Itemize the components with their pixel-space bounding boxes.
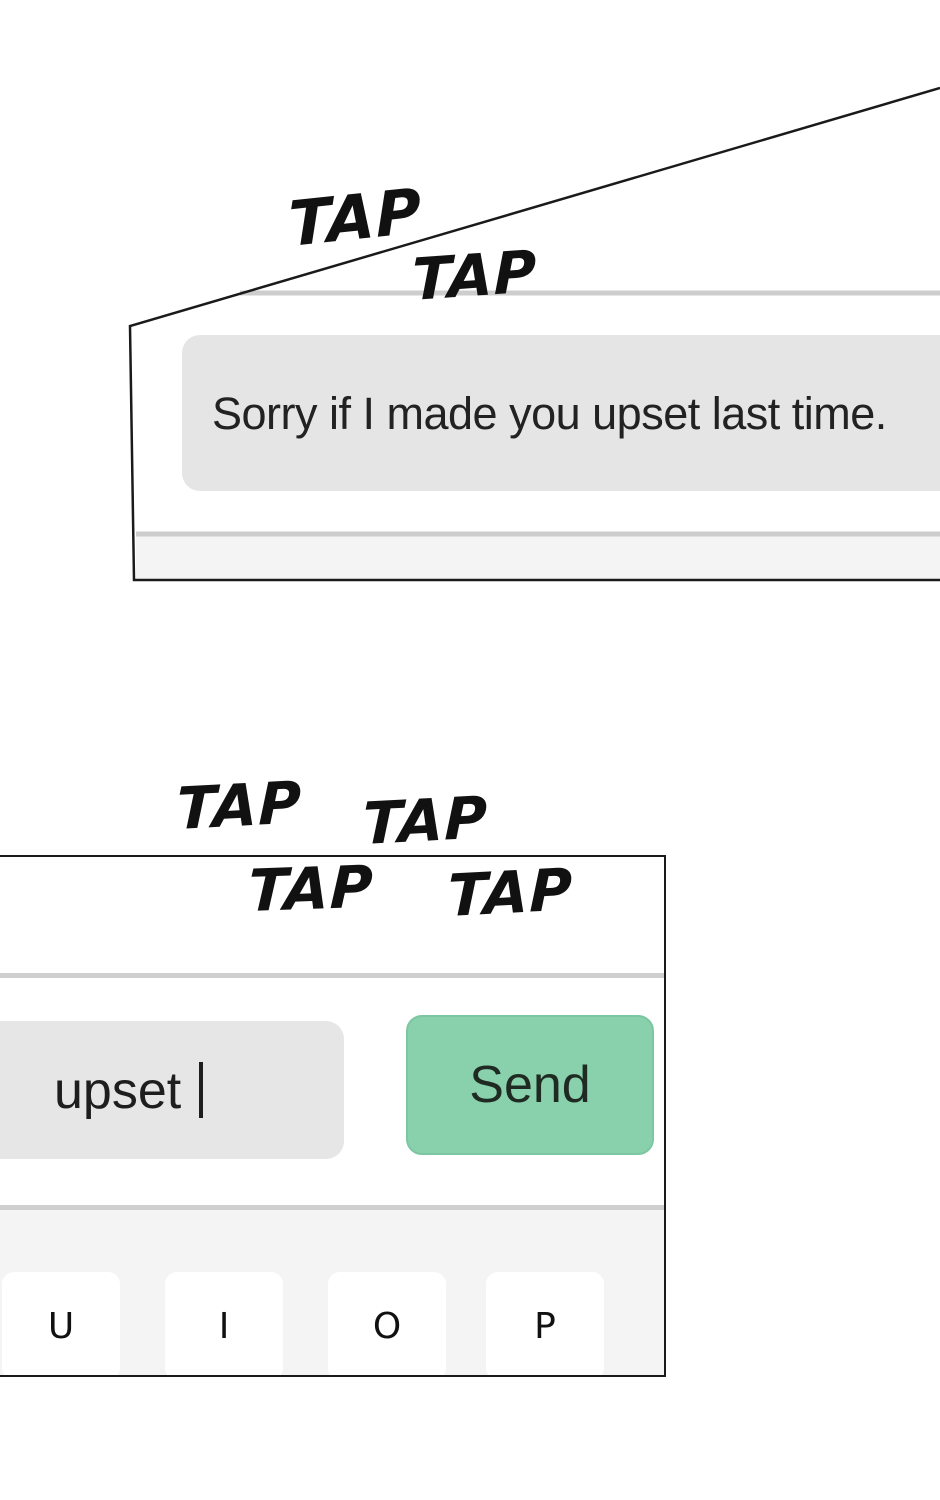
sfx-tap-4: TAP [362,783,489,858]
send-button[interactable]: Send [406,1015,654,1155]
key-u[interactable]: U [2,1272,120,1375]
panel-2-top-divider [0,973,664,978]
panel-1-border [128,86,940,582]
key-o[interactable]: O [328,1272,446,1375]
received-message-text: Sorry if I made you upset last time. [212,388,887,439]
panel-1-background [130,88,940,580]
panel-2-bottom-divider [0,1205,664,1210]
sfx-tap-2: TAP [412,237,538,314]
sfx-tap-3: TAP [176,768,303,843]
message-input-value: upset [54,1062,182,1120]
key-p[interactable]: P [486,1272,604,1375]
sfx-tap-1: TAP [287,173,424,261]
message-input-field[interactable] [0,1021,344,1159]
received-message-bubble [182,335,940,491]
key-i[interactable]: I [165,1272,283,1375]
panel-1-bottom-strip [136,536,940,580]
sfx-tap-5: TAP [247,852,375,925]
message-input-text[interactable]: upset [54,1061,204,1121]
text-cursor [199,1062,204,1118]
sfx-tap-6: TAP [447,855,574,930]
panel-2-frame: upset Send U I O P [0,855,666,1377]
